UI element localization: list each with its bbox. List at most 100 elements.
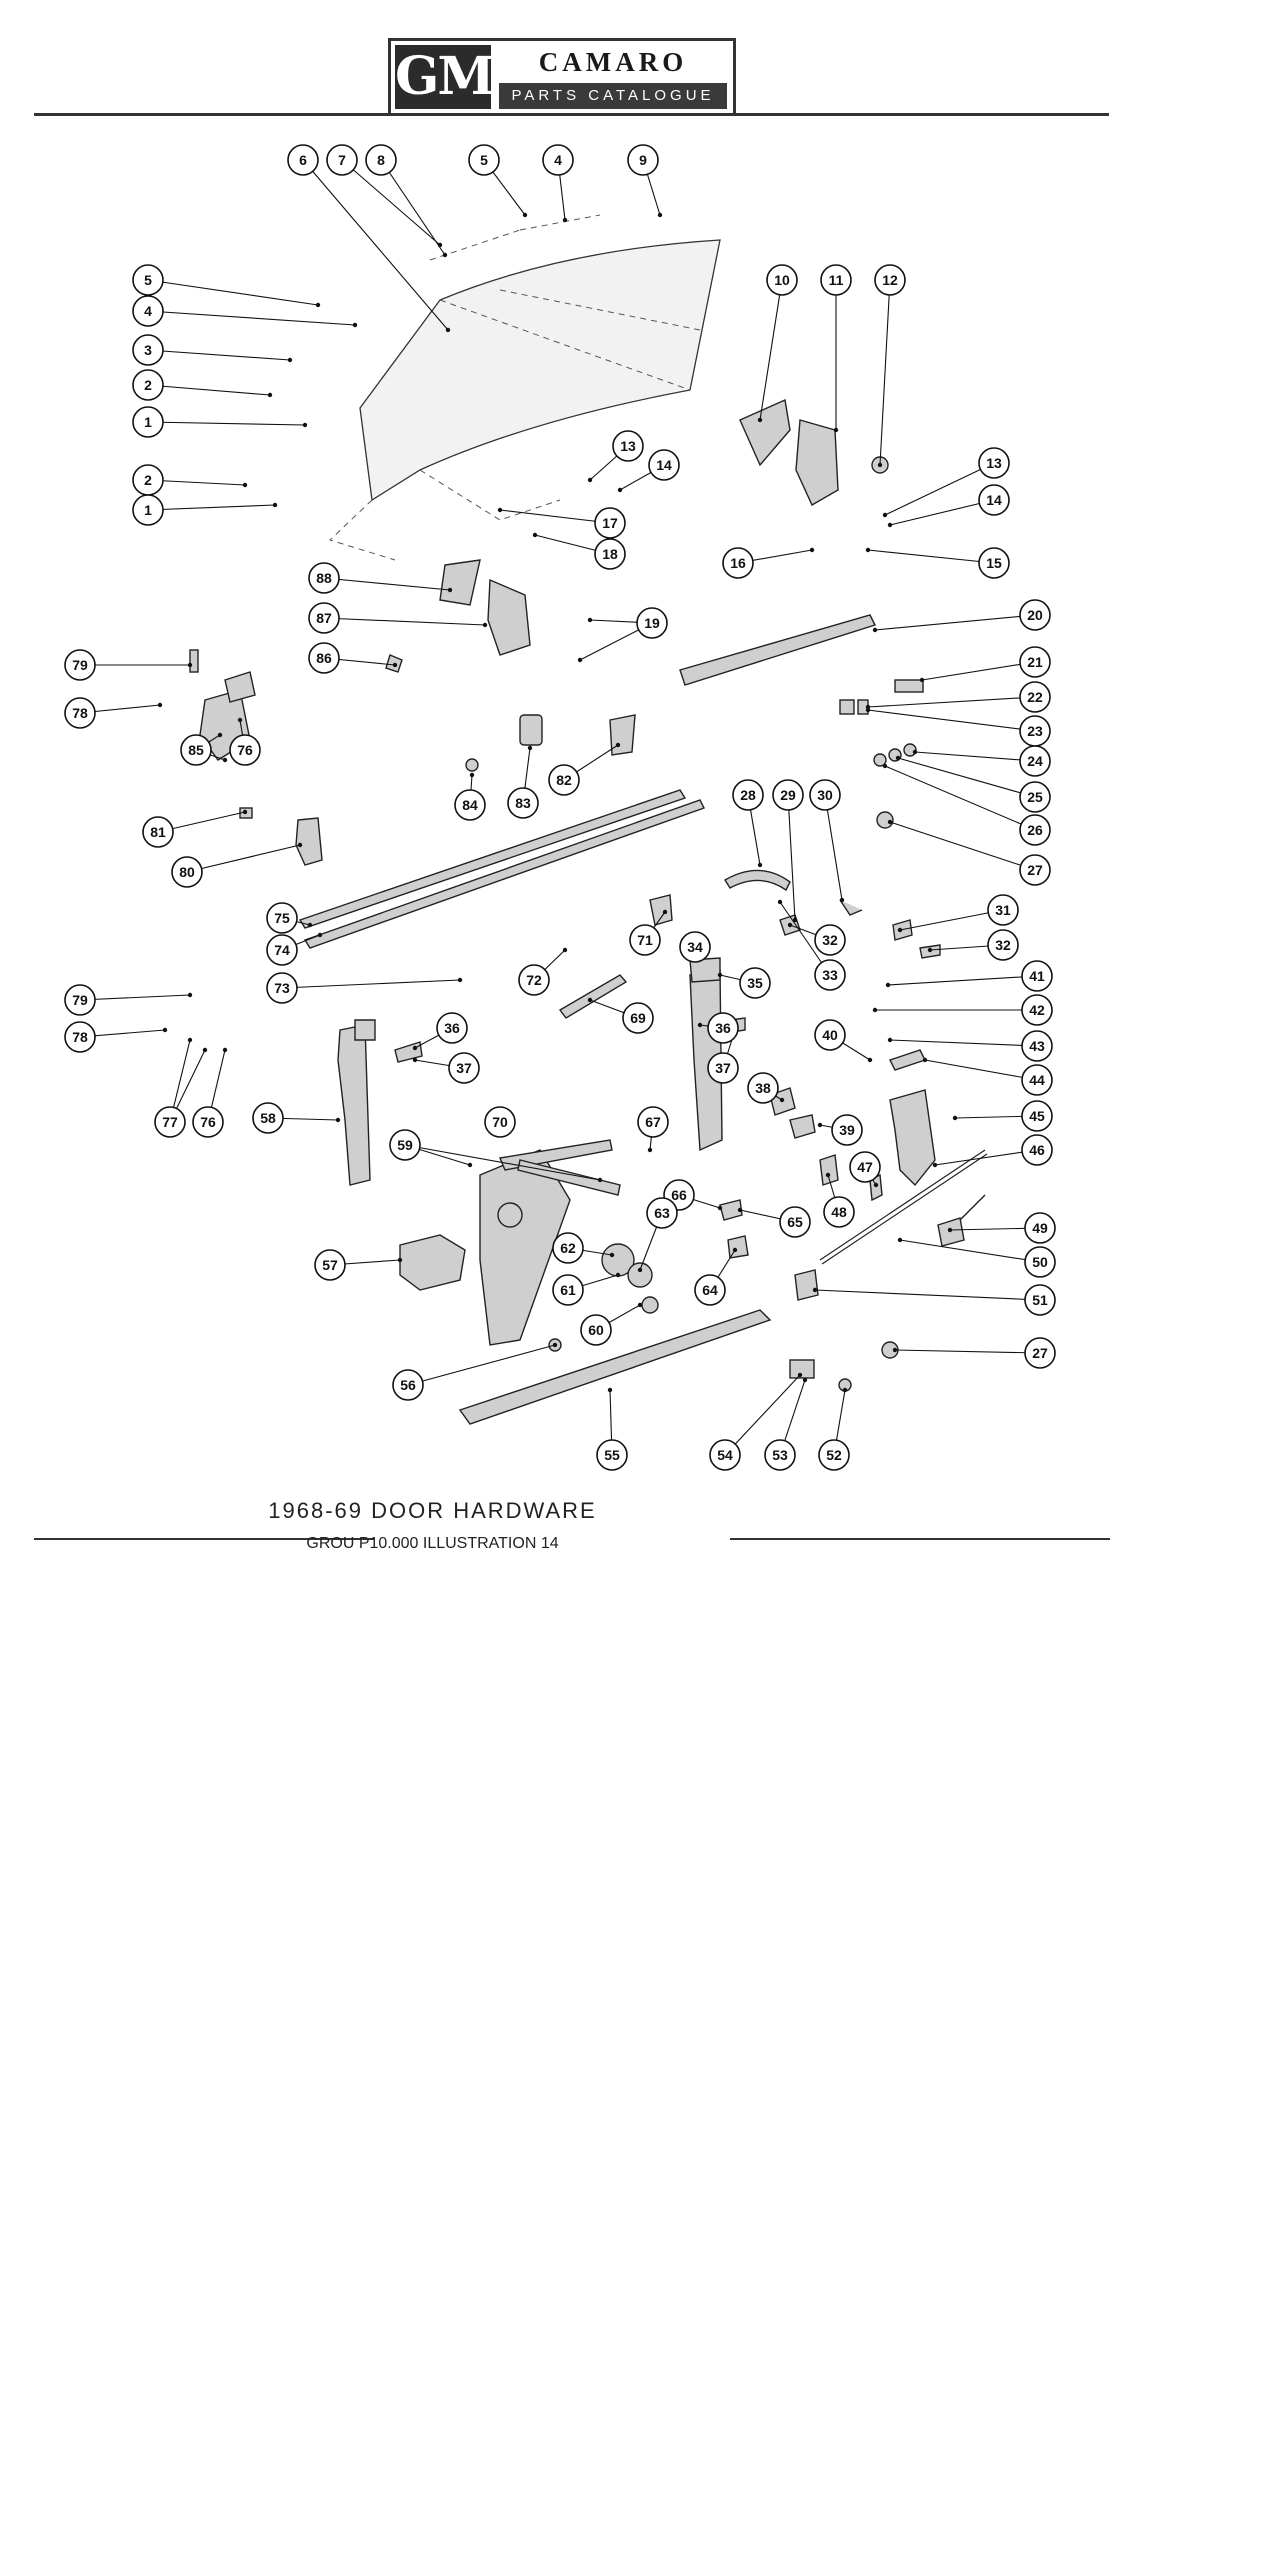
leader-arrow-tip	[802, 1377, 808, 1383]
callout-balloon	[747, 1072, 779, 1104]
callout-1: 1	[132, 494, 164, 526]
callout-34: 34	[679, 931, 711, 963]
leader-line	[889, 821, 1036, 871]
callout-23: 23	[1019, 715, 1051, 747]
callout-76: 76	[192, 1106, 224, 1138]
callout-balloon	[132, 264, 164, 296]
leader-arrow-tip	[467, 1162, 473, 1168]
leader-arrow-tip	[825, 1172, 831, 1178]
leader-line	[867, 549, 995, 564]
callout-82: 82	[548, 764, 580, 796]
callout-38: 38	[747, 1072, 779, 1104]
callout-balloon	[171, 856, 203, 888]
callout-balloon	[542, 144, 574, 176]
callout-balloon	[142, 816, 174, 848]
leader-arrow-tip	[897, 927, 903, 933]
callout-35: 35	[739, 967, 771, 999]
leader-arrow-tip	[162, 1027, 168, 1033]
gm-camaro-logo: GM CAMARO PARTS CATALOGUE	[388, 38, 736, 116]
leader-arrow-tip	[527, 745, 533, 751]
callout-number: 58	[260, 1110, 276, 1126]
callout-balloon	[229, 734, 261, 766]
leader-line	[380, 159, 446, 256]
callout-30: 30	[809, 779, 841, 811]
callout-balloon	[707, 1012, 739, 1044]
callout-84: 84	[454, 789, 486, 821]
callout-70: 70	[484, 1106, 516, 1138]
callout-balloon	[820, 264, 852, 296]
callout-number: 36	[444, 1020, 460, 1036]
leader-line	[186, 844, 301, 873]
leader-arrow-tip	[697, 1022, 703, 1028]
leader-arrow-tip	[919, 677, 925, 683]
leader-line	[302, 159, 449, 331]
callout-number: 71	[637, 932, 653, 948]
leader-arrow-tip	[522, 212, 528, 218]
callout-balloon	[287, 144, 319, 176]
leader-arrow-tip	[947, 1227, 953, 1233]
callout-balloon	[552, 1232, 584, 1264]
callout-balloon	[266, 902, 298, 934]
callout-42: 42	[1021, 994, 1053, 1026]
callout-balloon	[1021, 1064, 1053, 1096]
window-regulator-part	[479, 1149, 571, 1346]
callout-44: 44	[1021, 1064, 1053, 1096]
leader-arrow-tip	[912, 749, 918, 755]
callout-balloon	[612, 430, 644, 462]
callout-number: 75	[274, 910, 290, 926]
leader-line	[889, 1039, 1038, 1047]
callout-number: 17	[602, 515, 618, 531]
callout-number: 6	[299, 152, 307, 168]
leader-arrow-tip	[927, 947, 933, 953]
callout-balloon	[594, 538, 626, 570]
leader-line	[914, 751, 1036, 762]
header-rule	[34, 113, 1109, 116]
callout-number: 1	[144, 502, 152, 518]
leader-arrow-tip	[865, 547, 871, 553]
callout-27: 27	[1024, 1337, 1056, 1369]
leader-arrow-tip	[647, 1147, 653, 1153]
callout-number: 39	[839, 1122, 855, 1138]
leader-arrow-tip	[352, 322, 358, 328]
callout-number: 29	[780, 787, 796, 803]
callout-balloon	[252, 1102, 284, 1134]
callout-number: 47	[857, 1159, 873, 1175]
leader-arrow-tip	[187, 662, 193, 668]
callout-number: 14	[986, 492, 1002, 508]
callout-number: 64	[702, 1282, 718, 1298]
callout-16: 16	[722, 547, 754, 579]
callout-balloon	[622, 1002, 654, 1034]
callout-31: 31	[987, 894, 1019, 926]
callout-62: 62	[552, 1232, 584, 1264]
illustration-title-text: 1968-69 DOOR HARDWARE	[268, 1498, 597, 1523]
leader-line	[879, 279, 891, 466]
leader-arrow-tip	[809, 547, 815, 553]
leader-arrow-tip	[842, 1387, 848, 1393]
leader-line	[824, 794, 843, 901]
callout-balloon	[448, 1052, 480, 1084]
callout-balloon	[987, 894, 1019, 926]
callout-balloon	[308, 562, 340, 594]
callout-balloon	[707, 1052, 739, 1084]
callout-1: 1	[132, 406, 164, 438]
logo-subtitle: PARTS CATALOGUE	[499, 83, 727, 109]
callout-number: 16	[730, 555, 746, 571]
leader-arrow-tip	[877, 462, 883, 468]
callout-balloon	[1021, 1030, 1053, 1062]
callout-number: 25	[1027, 789, 1043, 805]
callout-75: 75	[266, 902, 298, 934]
leader-arrow-tip	[897, 1237, 903, 1243]
callout-number: 84	[462, 797, 478, 813]
door-lock-part	[889, 1089, 936, 1187]
callout-number: 51	[1032, 1292, 1048, 1308]
callout-24: 24	[1019, 745, 1051, 777]
callout-balloon	[594, 507, 626, 539]
leader-line	[79, 994, 191, 1001]
callout-balloon	[548, 764, 580, 796]
callout-number: 14	[656, 457, 672, 473]
callout-73: 73	[266, 972, 298, 1004]
leader-line	[899, 1239, 1041, 1263]
leader-line	[814, 1289, 1041, 1301]
callout-number: 11	[829, 272, 844, 288]
